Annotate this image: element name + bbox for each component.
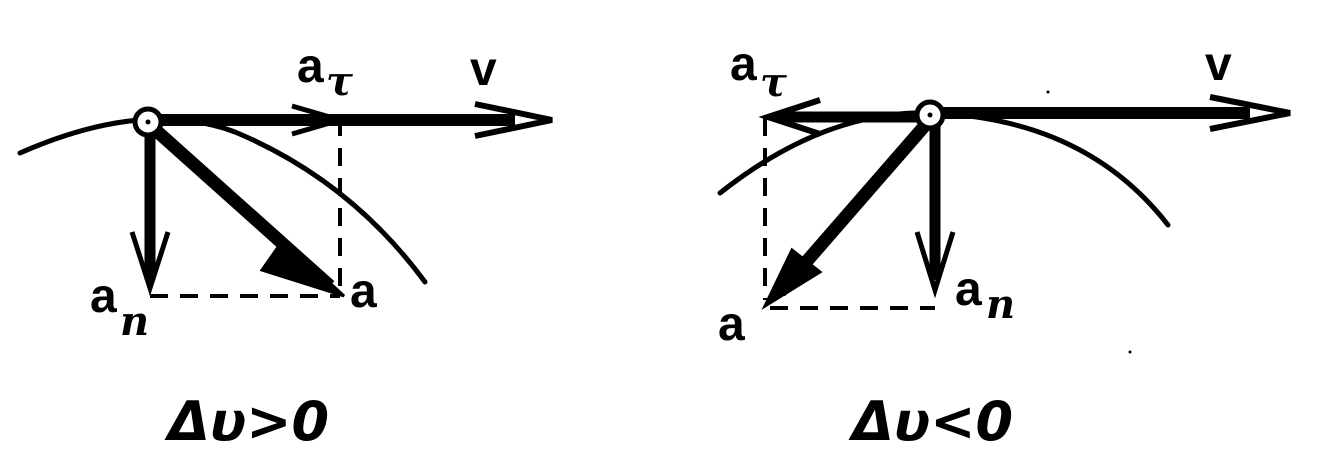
left-velocity-arrowhead	[474, 101, 553, 139]
right-label-a-n: a	[955, 263, 982, 316]
right-label-v: v	[1205, 38, 1232, 91]
right-label-a-tau: a	[730, 38, 757, 91]
left-panel: v a τ a n a Δυ>0	[17, 40, 553, 453]
right-total-arrowhead	[761, 247, 823, 310]
left-dashed-projection	[150, 118, 342, 298]
left-label-v: v	[470, 43, 497, 96]
left-total-arrowhead	[259, 237, 346, 298]
scan-speck	[1046, 90, 1050, 94]
left-trajectory-curve	[17, 116, 428, 285]
left-label-a-tau: a	[297, 40, 324, 93]
left-tangential-arrowhead	[291, 103, 349, 137]
right-trajectory-curve	[717, 110, 1171, 228]
right-point-center	[927, 112, 933, 118]
scan-speck	[1128, 350, 1132, 354]
left-label-a-n-subscript: n	[120, 298, 149, 345]
right-normal-arrowhead	[914, 231, 956, 299]
right-label-a: a	[718, 298, 745, 351]
left-label-a-n: a	[90, 270, 117, 323]
right-label-a-tau-subscript: τ	[760, 59, 787, 106]
right-label-a-n-subscript: n	[986, 281, 1015, 328]
right-tangential-arrowhead	[758, 97, 821, 137]
left-label-a-tau-subscript: τ	[326, 58, 353, 105]
right-panel: v a τ a n a Δυ<0	[717, 38, 1291, 453]
left-condition-label: Δυ>0	[164, 390, 329, 453]
left-label-a: a	[350, 265, 377, 318]
right-velocity-arrowhead	[1209, 94, 1291, 132]
right-condition-label: Δυ<0	[848, 390, 1013, 453]
right-dashed-projection	[763, 118, 935, 310]
left-normal-arrowhead	[129, 231, 171, 297]
left-point-center	[145, 119, 151, 125]
